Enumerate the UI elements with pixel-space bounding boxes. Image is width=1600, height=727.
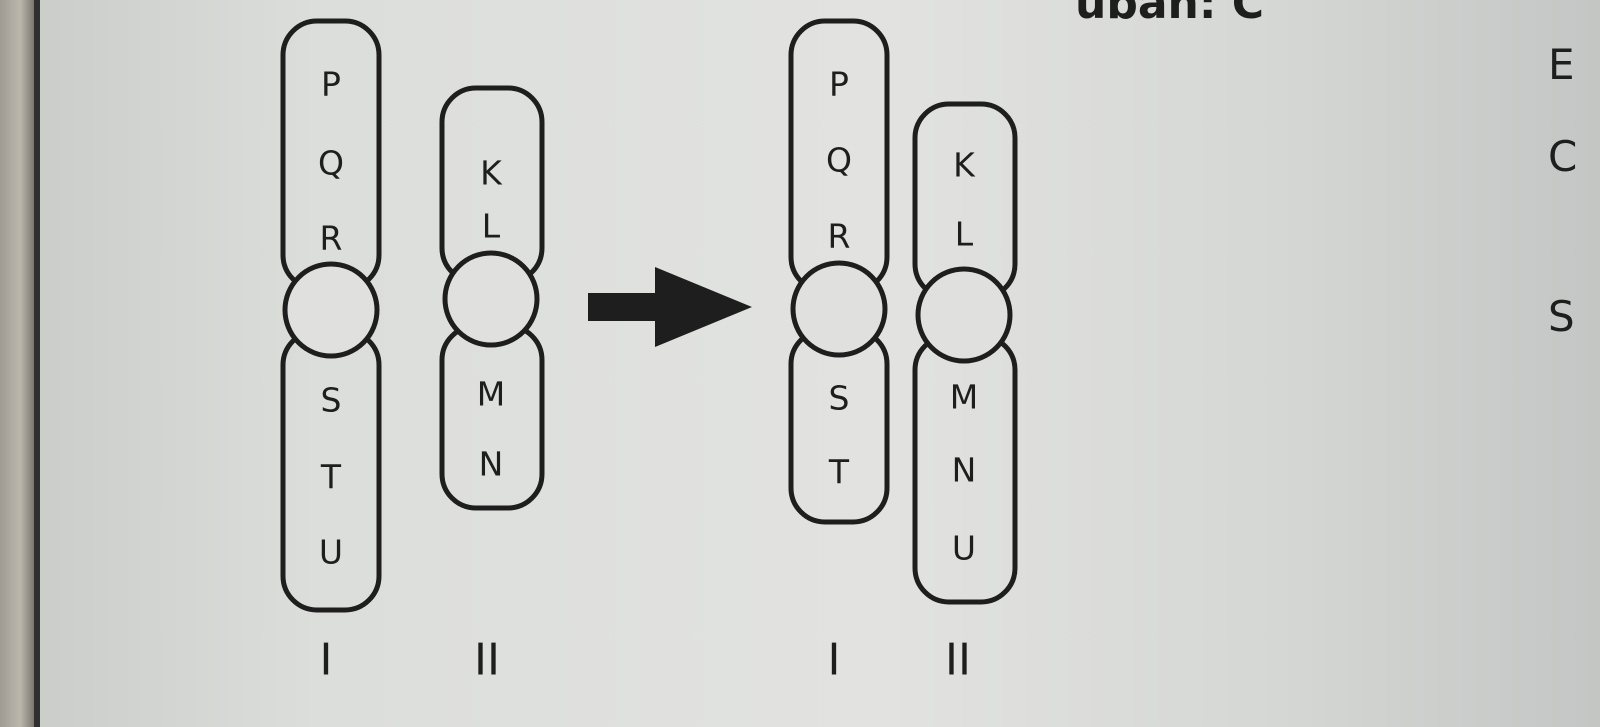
chromosome-number-label: I	[320, 635, 333, 686]
gene-label: P	[321, 65, 341, 104]
margin-letter-1: E	[1548, 40, 1575, 89]
gene-label: R	[320, 219, 343, 258]
gene-label: M	[477, 375, 505, 414]
margin-letter-3: S	[1548, 292, 1575, 341]
chromosome-number-label: II	[474, 635, 500, 686]
gene-label: T	[320, 458, 342, 497]
gene-label: S	[321, 381, 342, 420]
gene-label: K	[953, 146, 976, 185]
before-chromosome-II: K L M N II	[439, 85, 545, 686]
before-chromosome-I: P Q R S T U I	[280, 18, 382, 686]
before-I-centromere	[282, 261, 380, 359]
gene-label: S	[829, 379, 850, 418]
right-arrow-icon	[588, 267, 752, 347]
gene-label: R	[828, 217, 851, 256]
chromosome-number-label: II	[945, 635, 971, 686]
gene-label: N	[479, 445, 504, 484]
gene-label: K	[480, 154, 503, 193]
after-II-centromere	[915, 266, 1013, 364]
book-spine-edge	[0, 0, 34, 727]
gene-label: T	[828, 453, 850, 492]
gene-label: P	[829, 65, 849, 104]
gene-label: Q	[826, 141, 852, 180]
after-chromosome-II: K L M N U II	[912, 101, 1018, 686]
margin-letter-2: C	[1548, 132, 1578, 181]
header-fragment: uban: C	[1075, 0, 1265, 29]
gene-label: U	[952, 529, 976, 568]
gene-label: M	[950, 378, 978, 417]
after-I-lower-arm	[788, 327, 890, 525]
gene-label: L	[482, 207, 501, 246]
after-I-centromere	[790, 260, 888, 358]
gene-label: U	[319, 533, 343, 572]
book-spine-line	[34, 0, 40, 727]
before-II-centromere	[442, 250, 540, 348]
gene-label: Q	[318, 144, 344, 183]
gene-label: N	[952, 451, 977, 490]
after-chromosome-I: P Q R S T I	[788, 18, 890, 686]
chromosome-number-label: I	[828, 635, 841, 686]
gene-label: L	[955, 215, 974, 254]
